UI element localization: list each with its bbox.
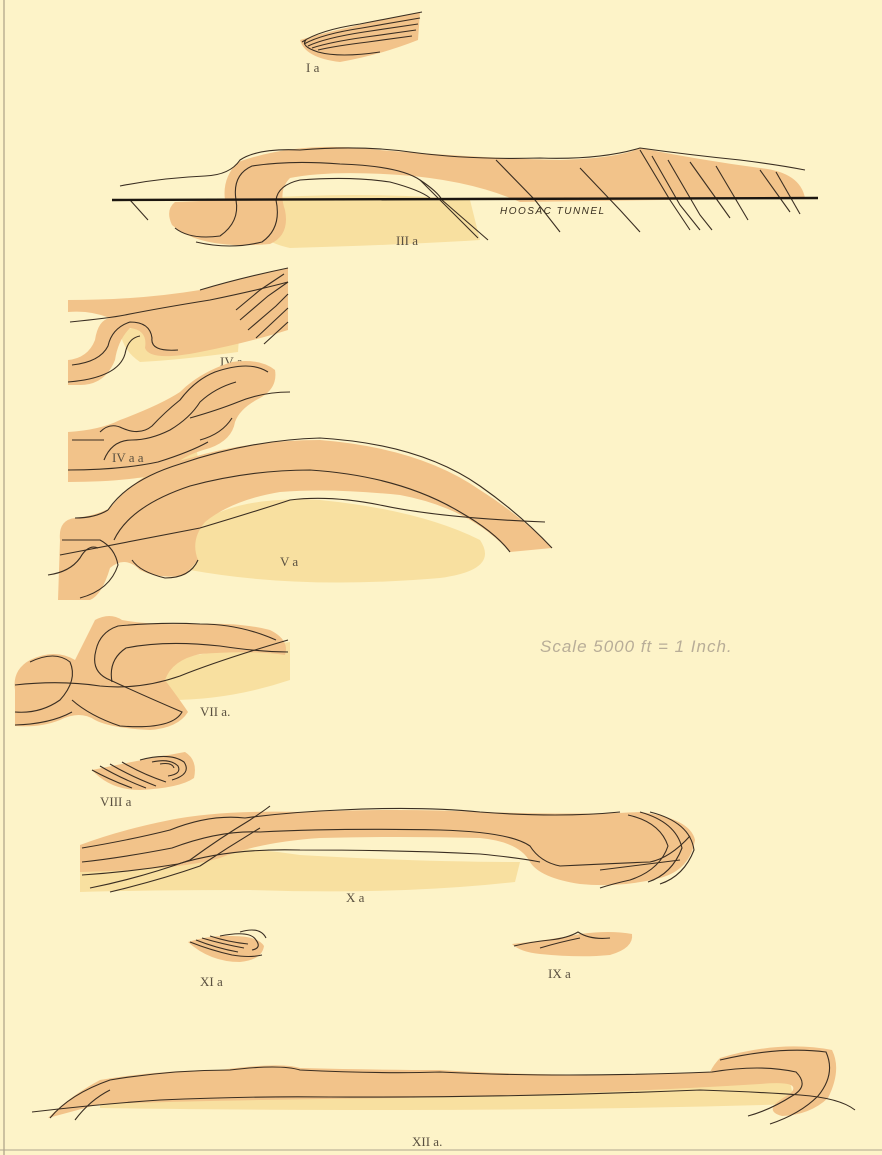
section-iiia: HOOSAC TUNNEL III a [112,147,818,248]
label-ixa: IX a [548,966,571,981]
label-ia: I a [306,60,320,75]
section-xa: X a [80,806,695,905]
label-xia: XI a [200,974,223,989]
label-va: V a [280,554,298,569]
section-xiia: XII a. [32,1046,855,1149]
label-xiia: XII a. [412,1134,442,1149]
label-xa: X a [346,890,365,905]
label-viiia: VIII a [100,794,132,809]
label-ivaa: IV a a [112,450,144,465]
label-iiia: III a [396,233,418,248]
section-ia: I a [300,12,422,75]
section-viiia: VIII a [92,752,195,809]
label-viia: VII a. [200,704,230,719]
tunnel-label: HOOSAC TUNNEL [500,206,606,217]
section-viia: VII a. [15,616,290,730]
scale-caption: Scale 5000 ft = 1 Inch. [540,637,733,656]
section-ixa: IX a [512,932,632,981]
section-xia: XI a [188,930,266,989]
